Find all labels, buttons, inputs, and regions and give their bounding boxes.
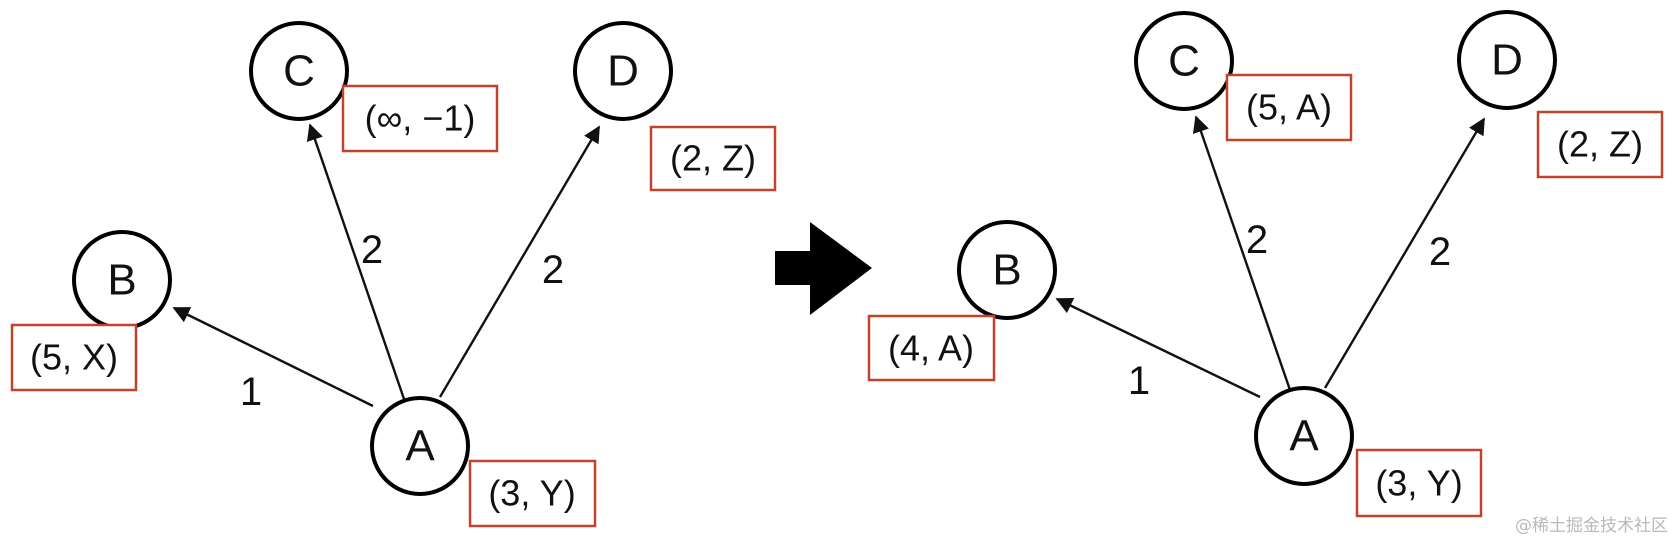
weight-a-c: 2	[361, 228, 383, 272]
graph-before: 1 2 2 C D B A (∞, −1) (2, Z)	[10, 21, 777, 528]
tag-b-after-text: (4, A)	[888, 328, 974, 369]
node-c-after: C	[1134, 11, 1234, 111]
graph-after: 1 2 2 C D B A (5, A) (2, Z)	[867, 10, 1664, 518]
tag-d-after: (2, Z)	[1536, 110, 1664, 179]
weight-a-b: 1	[240, 370, 262, 414]
node-d-after-label: D	[1491, 36, 1523, 85]
right-arrow-icon	[775, 222, 872, 315]
tag-c: (∞, −1)	[341, 84, 499, 153]
node-c-after-label: C	[1168, 37, 1200, 86]
tag-a: (3, Y)	[468, 459, 597, 528]
node-a: A	[370, 396, 470, 496]
watermark-text: @稀土掘金技术社区	[1515, 516, 1668, 536]
node-b-label: B	[107, 256, 136, 305]
node-c-label: C	[283, 47, 315, 96]
edge-a-c-after	[1192, 115, 1292, 391]
tag-d: (2, Z)	[649, 125, 777, 192]
tag-b-after: (4, A)	[867, 314, 996, 382]
tag-d-after-text: (2, Z)	[1557, 124, 1643, 165]
node-d: D	[573, 21, 673, 121]
node-a-after-label: A	[1289, 412, 1319, 461]
edge-a-b-after	[1055, 297, 1261, 399]
weight-a-d-after: 2	[1429, 230, 1451, 274]
edge-a-b	[172, 306, 374, 408]
tag-c-after: (5, A)	[1225, 73, 1353, 142]
edge-a-d-after	[1323, 117, 1486, 389]
weight-a-d: 2	[542, 248, 564, 292]
node-a-after: A	[1254, 386, 1354, 486]
tag-a-after-text: (3, Y)	[1375, 463, 1462, 504]
weight-a-c-after: 2	[1246, 218, 1268, 262]
tag-a-text: (3, Y)	[488, 473, 575, 514]
node-a-label: A	[405, 422, 435, 471]
node-b-after-label: B	[992, 246, 1021, 295]
tag-c-text: (∞, −1)	[365, 98, 476, 139]
node-d-after: D	[1457, 10, 1557, 110]
tag-d-text: (2, Z)	[670, 138, 756, 179]
tag-c-after-text: (5, A)	[1246, 87, 1332, 128]
tag-b: (5, X)	[10, 323, 138, 392]
node-b-after: B	[957, 220, 1057, 320]
tag-b-text: (5, X)	[30, 337, 118, 378]
edge-a-d	[438, 125, 601, 398]
node-b: B	[72, 230, 172, 330]
weight-a-b-after: 1	[1128, 359, 1150, 403]
tag-a-after: (3, Y)	[1355, 448, 1483, 518]
edge-a-c	[306, 123, 406, 400]
node-d-label: D	[607, 47, 639, 96]
node-c: C	[249, 21, 349, 121]
